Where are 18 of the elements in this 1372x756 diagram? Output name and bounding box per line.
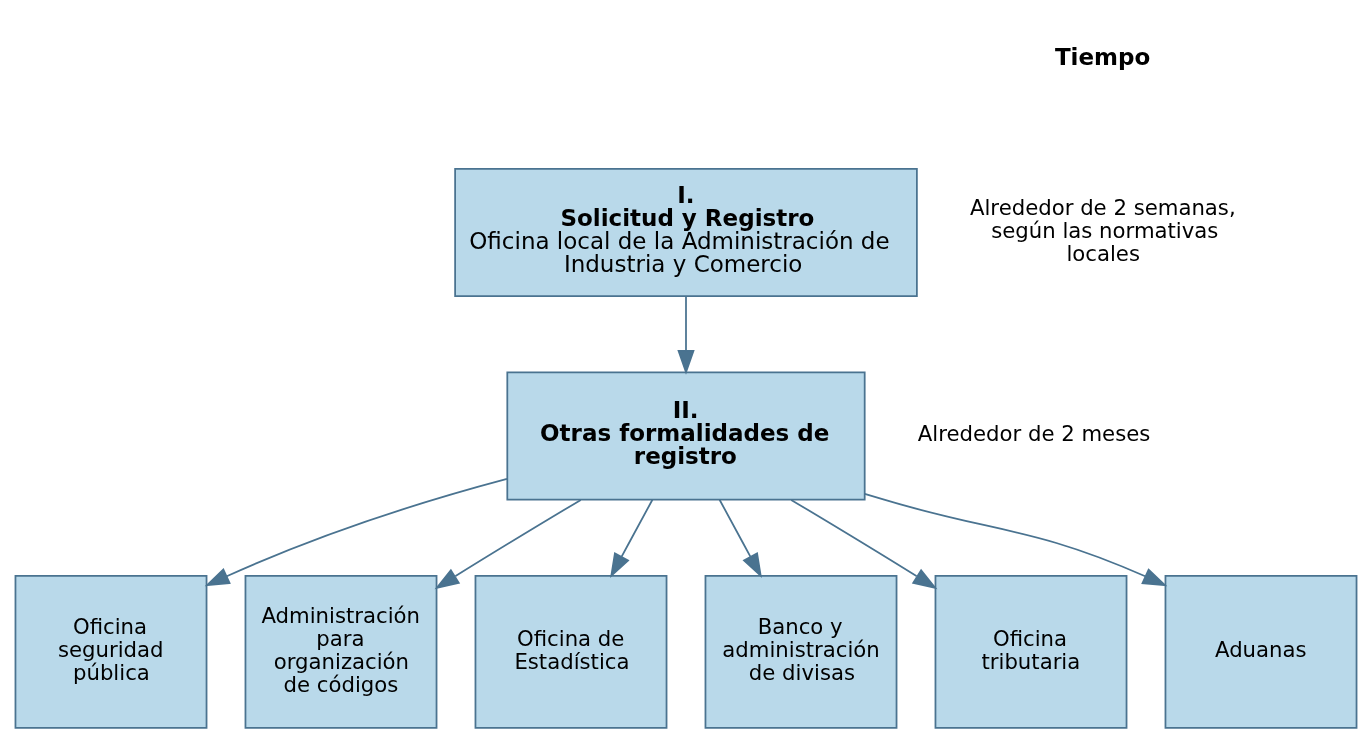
- node-box: Oficina de Estadística: [474, 574, 668, 729]
- arrow: [790, 498, 938, 589]
- node-label: Alrededor de 2 semanas, según las normativas locales: [969, 194, 1236, 266]
- node-box: Administración para organización de códigos: [244, 574, 438, 729]
- arrow: [204, 477, 508, 586]
- arrow: [718, 498, 762, 578]
- node-box: I. Solicitud y Registro Oficina local de la Administración de Industria y Comercio: [454, 167, 918, 297]
- node-box: II. Otras formalidades de registro: [506, 370, 866, 501]
- label: Tiempo: [1054, 43, 1151, 70]
- node-box: Oficina seguridad pública: [14, 574, 208, 729]
- node-box: Aduanas: [1164, 574, 1358, 729]
- node-label: Alrededor de 2 meses: [917, 420, 1151, 446]
- arrow: [434, 498, 582, 589]
- node-box: Banco y administración de divisas: [704, 574, 898, 729]
- node-box: Oficina tributaria: [934, 574, 1128, 729]
- arrow: [677, 295, 695, 375]
- arrow: [610, 498, 654, 578]
- arrow: [863, 492, 1168, 586]
